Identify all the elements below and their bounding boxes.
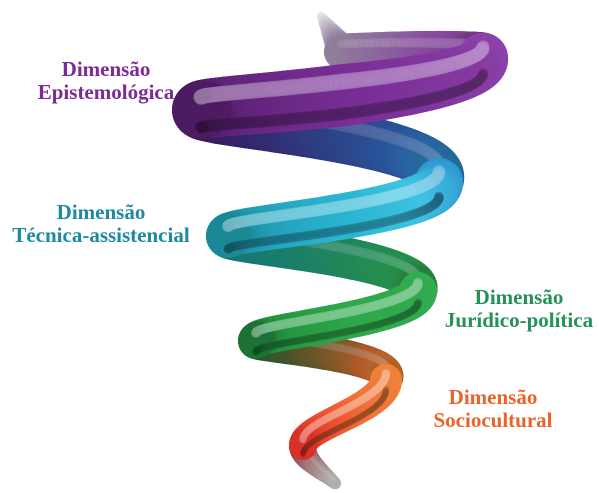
label-line-sociocultural: Sociocultural <box>423 409 563 432</box>
label-dimensao-tecnica-assistencial: Dimensão Técnica-assistencial <box>4 201 198 247</box>
label-line-tecnica-assistencial: Técnica-assistencial <box>4 224 198 247</box>
label-line-juridico-politica: Jurídico-política <box>441 309 597 332</box>
label-line-dimensao: Dimensão <box>423 386 563 409</box>
label-line-dimensao: Dimensão <box>441 286 597 309</box>
spiral-ribbon-highlight <box>334 480 335 481</box>
label-dimensao-juridico-politica: Dimensão Jurídico-política <box>441 286 597 332</box>
label-dimensao-epistemologica: Dimensão Epistemológica <box>26 58 186 104</box>
label-line-epistemologica: Epistemológica <box>26 81 186 104</box>
spiral-ribbon-segment <box>334 482 335 483</box>
label-line-dimensao: Dimensão <box>4 201 198 224</box>
label-dimensao-sociocultural: Dimensão Sociocultural <box>423 386 563 432</box>
label-line-dimensao: Dimensão <box>26 58 186 81</box>
